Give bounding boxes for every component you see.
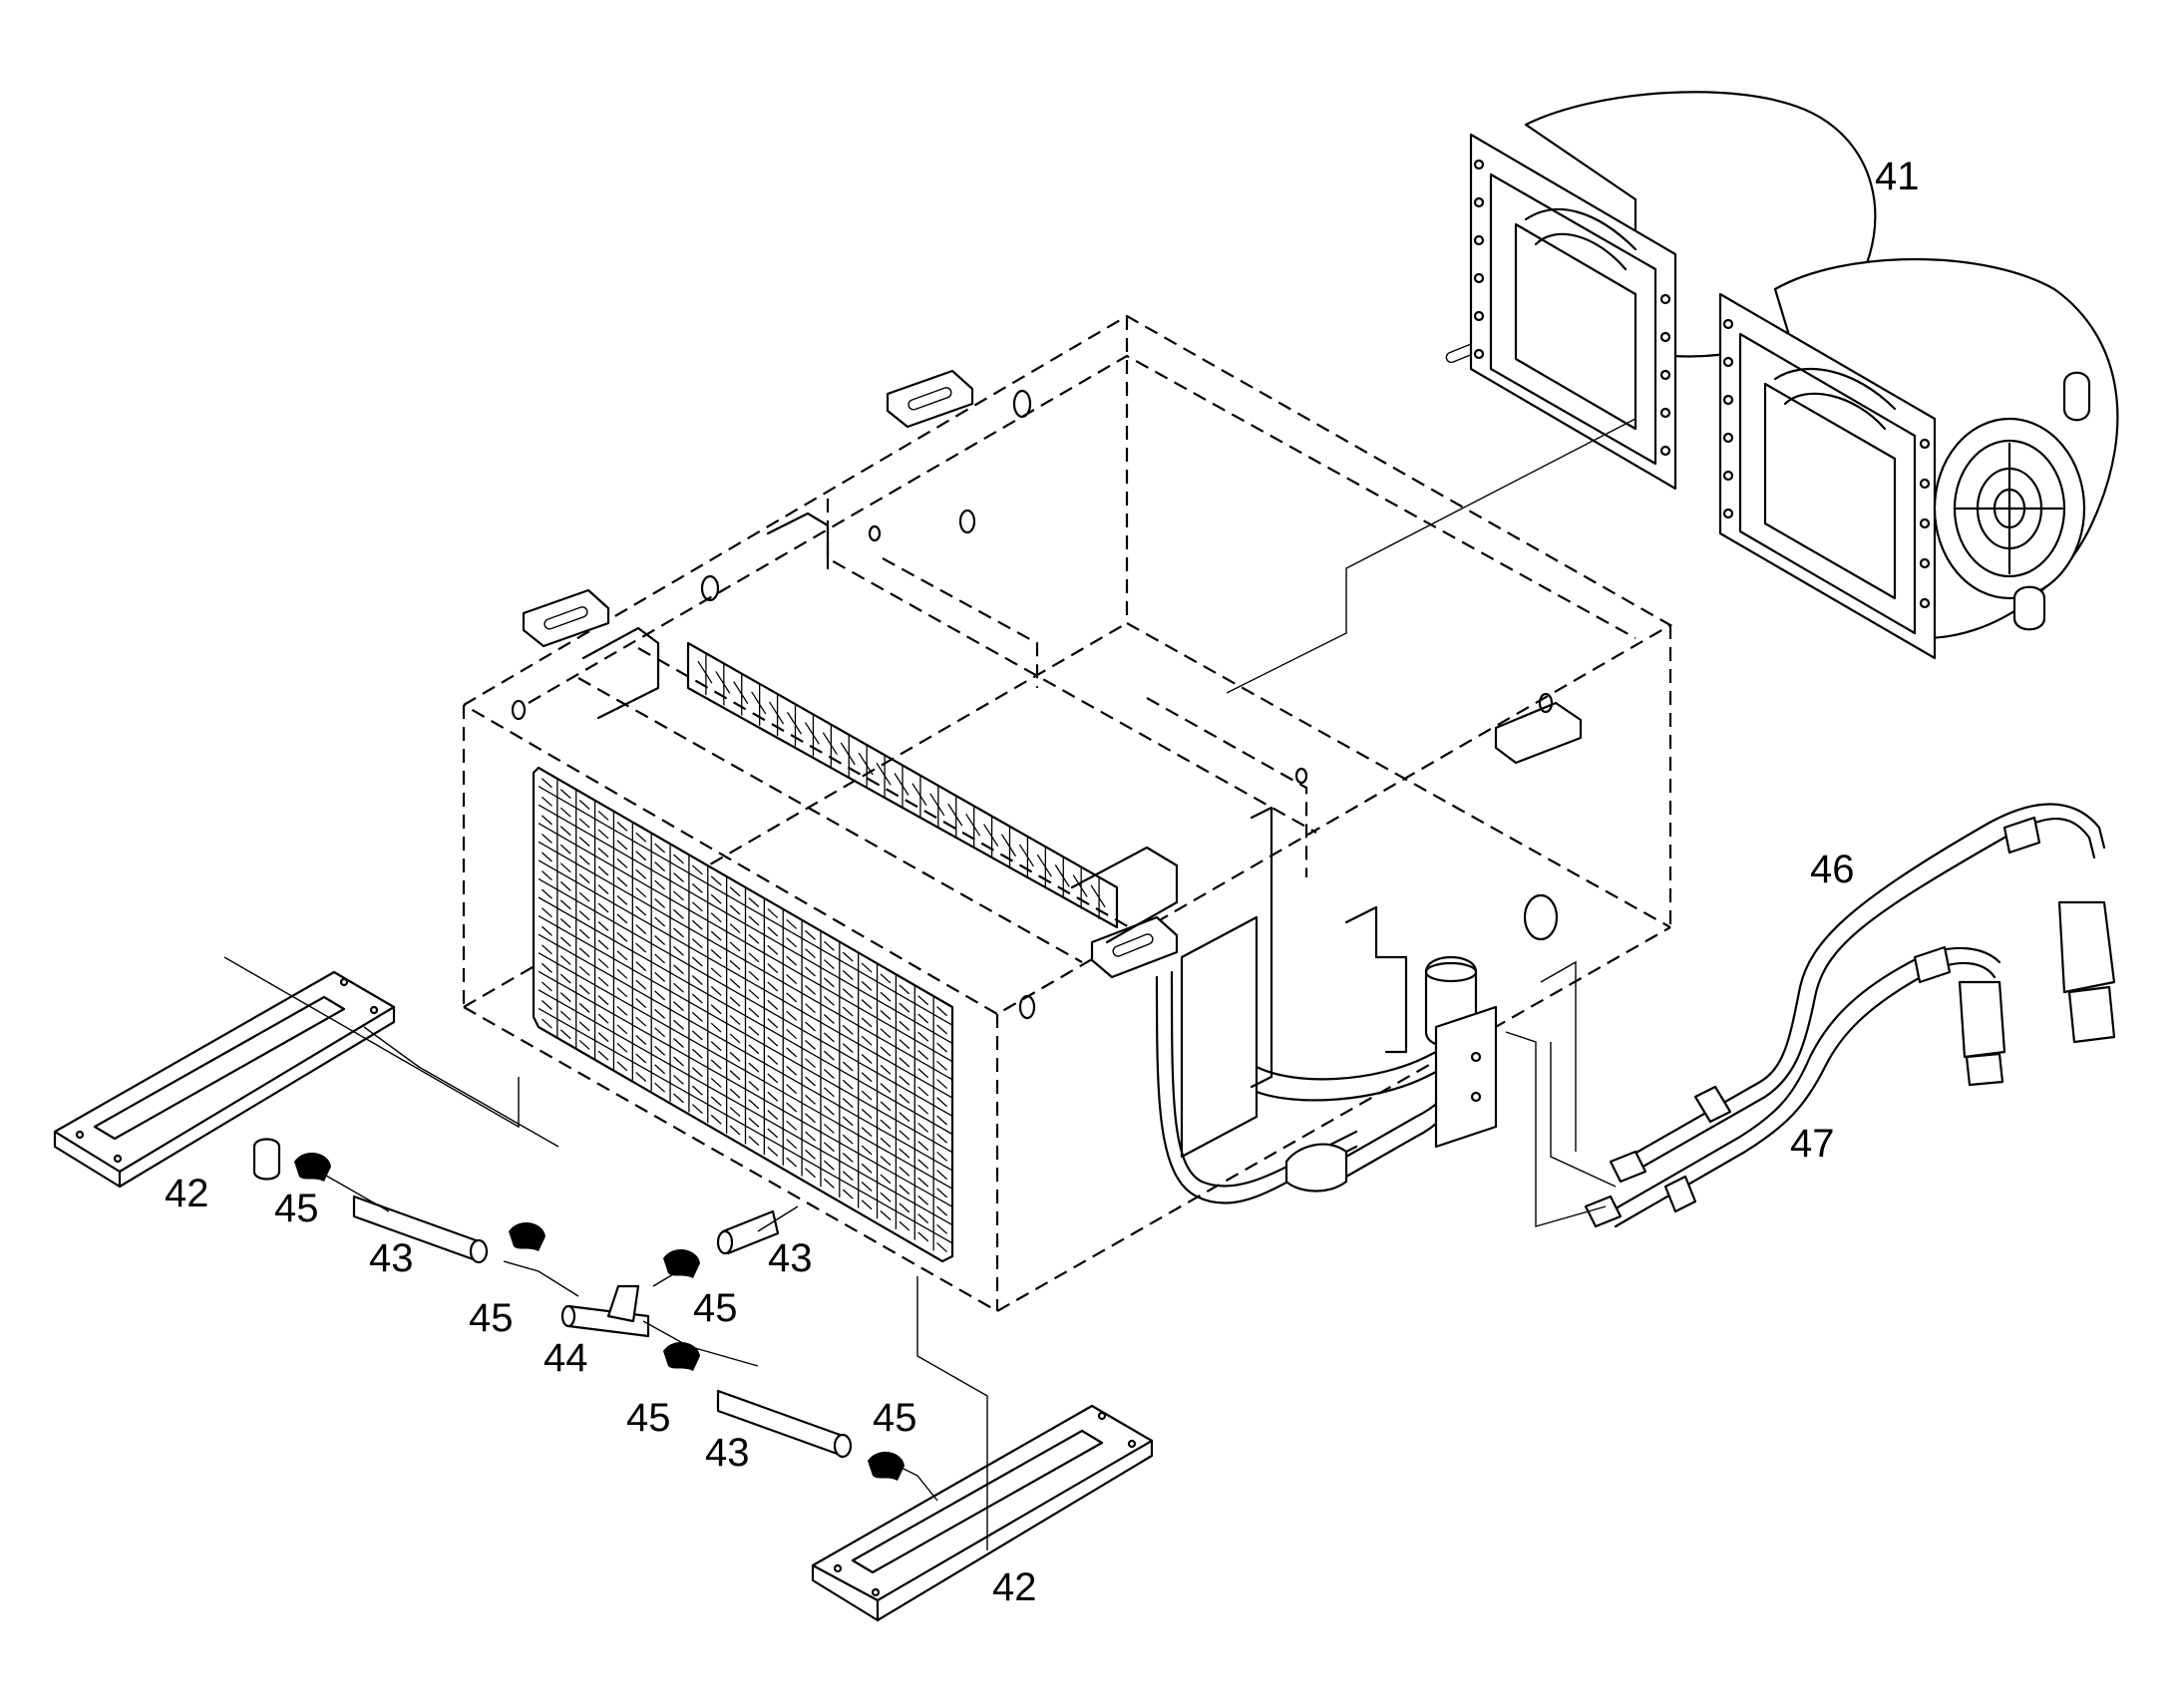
callout-45-c: 45 xyxy=(693,1286,738,1330)
callout-45-b: 45 xyxy=(469,1296,514,1340)
callout-47: 47 xyxy=(1790,1122,1835,1166)
leader-lines xyxy=(223,418,1636,1550)
hoses-46-47 xyxy=(1584,803,2116,1228)
callout-44: 44 xyxy=(544,1336,588,1380)
callout-45-d: 45 xyxy=(626,1396,671,1440)
callout-labels: 41 42 42 43 43 43 44 45 45 45 45 45 46 4… xyxy=(165,155,1920,1609)
housing-box xyxy=(462,314,1673,1313)
callout-43-bottom: 43 xyxy=(705,1431,750,1475)
callout-45-a: 45 xyxy=(274,1187,319,1230)
drain-fittings xyxy=(252,1138,905,1481)
callout-45-e: 45 xyxy=(873,1396,917,1440)
callout-42-bottom: 42 xyxy=(992,1565,1037,1609)
drain-pans-42 xyxy=(53,970,1154,1622)
blower-assembly-41 xyxy=(1469,91,2119,660)
callout-43-left: 43 xyxy=(369,1236,414,1280)
callout-46: 46 xyxy=(1810,848,1855,891)
internal-plumbing xyxy=(1155,806,1498,1204)
callout-43-right: 43 xyxy=(768,1236,813,1280)
callout-42-left: 42 xyxy=(165,1172,209,1215)
callout-41: 41 xyxy=(1875,155,1920,198)
coil-grille xyxy=(532,512,1179,1263)
